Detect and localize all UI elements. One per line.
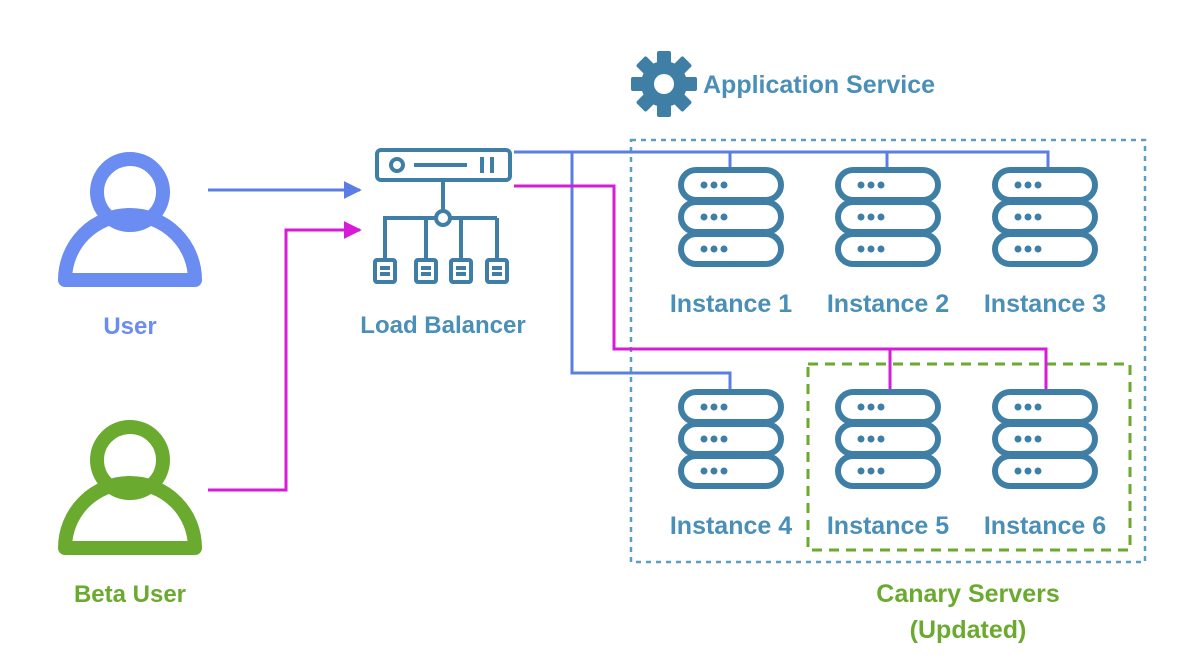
beta-traffic-lines xyxy=(514,184,1048,392)
application-service-label: Application Service xyxy=(703,71,935,99)
instance-5-label: Instance 5 xyxy=(827,512,949,540)
beta-user-label: Beta User xyxy=(74,581,186,608)
gear-icon xyxy=(631,51,697,117)
beta-user-to-lb-arrow xyxy=(208,221,362,492)
instance-1-server-icon xyxy=(681,170,781,264)
canary-servers-container xyxy=(806,362,1132,552)
instance-6-label: Instance 6 xyxy=(984,512,1106,540)
instance-2-label: Instance 2 xyxy=(827,290,949,318)
canary-updated-label: (Updated) xyxy=(910,616,1027,644)
instance-2-server-icon xyxy=(838,170,938,264)
instance-1-label: Instance 1 xyxy=(670,290,792,318)
application-service-container xyxy=(629,138,1147,564)
instance-3-label: Instance 3 xyxy=(984,290,1106,318)
user-label: User xyxy=(103,313,156,340)
instance-3-server-icon xyxy=(995,170,1095,264)
load-balancer-icon xyxy=(373,148,512,284)
user-icon xyxy=(58,152,202,287)
instance-4-label: Instance 4 xyxy=(670,512,792,540)
instance-6-server-icon xyxy=(995,392,1095,486)
instance-4-server-icon xyxy=(681,392,781,486)
load-balancer-label: Load Balancer xyxy=(360,312,525,339)
beta-user-icon xyxy=(58,420,202,555)
instance-5-server-icon xyxy=(838,392,938,486)
canary-servers-label: Canary Servers xyxy=(876,580,1059,608)
